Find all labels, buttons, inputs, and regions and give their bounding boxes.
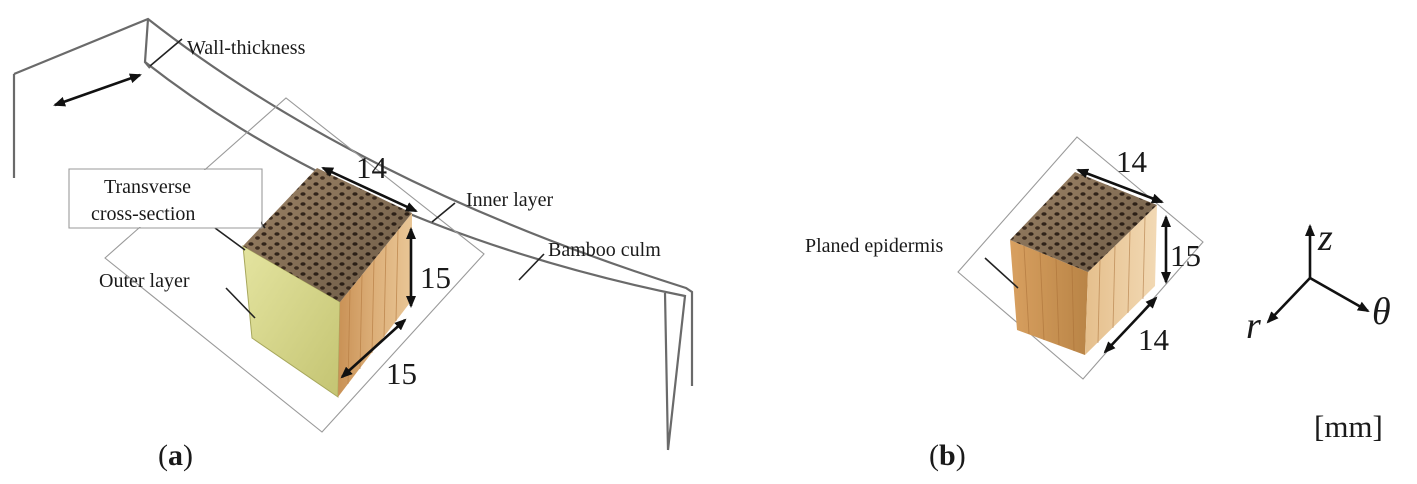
label-inner-layer: Inner layer [466,189,554,211]
axis-r-arrow [1266,277,1311,324]
dim-arrow-top-a [321,166,418,213]
axis-label-theta: θ [1372,291,1391,333]
wood-face-b [1085,205,1157,355]
leader-transverse-2 [214,227,246,251]
cut-plane-outline [104,97,485,433]
wall-thickness-arrow [53,73,142,107]
dim-label-bottom-b: 14 [1138,322,1170,357]
dim-label-bottom-a: 15 [386,356,417,391]
cube-b [1010,172,1157,355]
label-transverse-line1: Transverse [104,176,191,198]
leader-planed-epidermis [984,257,1019,289]
unit-label: [mm] [1314,409,1383,444]
dim-arrow-bottom-a [340,318,407,379]
label-bamboo-culm: Bamboo culm [548,239,661,261]
leader-bamboo-culm [518,253,545,281]
leader-outer-layer [225,287,256,319]
dim-arrow-bottom-b [1103,296,1158,354]
label-outer-layer: Outer layer [99,270,190,292]
leader-inner-layer [431,202,456,223]
label-wall-thickness: Wall-thickness [187,37,306,59]
leader-wall-thickness [149,38,183,67]
panel-label-b: (b) [929,439,966,472]
dim-label-right-b: 15 [1170,238,1201,273]
label-planed-epidermis: Planed epidermis [805,235,944,257]
axis-label-r: r [1246,305,1261,347]
panel-a: Wall-thickness Transverse cross-section … [12,17,694,472]
label-transverse-line2: cross-section [91,203,195,225]
coordinate-axes: z r θ [1246,217,1391,347]
panel-b: Planed epidermis 14 15 14 (b) [805,136,1204,472]
dim-arrow-top-b [1076,168,1164,204]
dim-label-top-a: 14 [356,150,388,185]
cut-plane-outline-b [957,136,1204,380]
axis-label-z: z [1317,217,1333,259]
dim-label-right-a: 15 [420,260,451,295]
axis-theta-arrow [1309,276,1370,313]
dim-label-top-b: 14 [1116,144,1148,179]
panel-label-a: (a) [158,439,193,472]
transverse-callout-box [68,168,263,229]
planed-epidermis-face [1010,240,1088,355]
